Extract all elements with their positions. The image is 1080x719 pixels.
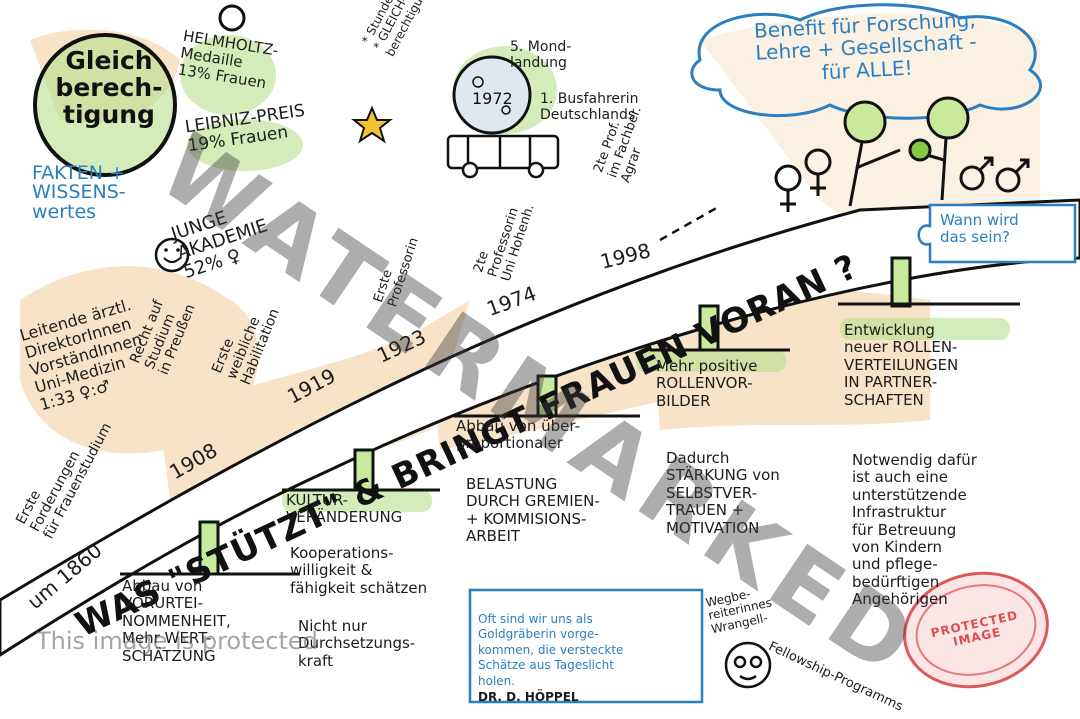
arrow-1998 [659,204,721,242]
page-subtitle: FAKTEN + WISSENS- wertes [32,162,126,223]
puzzle-piece-icon [917,203,1077,264]
moon-landing: 5. Mond- landung [510,39,572,71]
female-symbol-icon [774,164,802,212]
stick-figures [218,4,970,207]
pillar-kultur-body: Kooperations- willigkeit & fähigkeit sch… [290,544,428,597]
pillar-rollen-body: Dadurch STÄRKUNG von SELBSTVER- TRAUEN +… [666,449,780,537]
male-symbol-icon [995,158,1030,193]
bus-icon [446,134,560,179]
bus-driver: 1. Busfahrerin Deutschlands [540,91,639,123]
stamp-icon [903,571,1049,689]
pillar-rollen-title: Mehr positive ROLLENVOR- BILDER [656,357,758,410]
female-symbol-icon [804,148,832,196]
quote-text: Oft sind wir uns als Goldgräberin vorge-… [478,596,700,705]
thought-cloud-icon [690,3,1042,120]
moon-year: 1972 [472,89,513,108]
wann-question: Wann wird das sein? [940,211,1019,246]
smiley-icon [154,237,190,273]
title-ring [33,33,177,177]
moon-icon: 1972 [452,55,532,135]
pillar-abbau-body: BELASTUNG DURCH GREMIEN- + KOMMISIONS- A… [466,475,600,546]
pillar-entwicklung-title: Entwicklung neuer ROLLEN- VERTEILUNGEN I… [844,321,959,409]
pillar-kultur-title: KULTUR- VERÄNDERUNG [286,491,403,527]
male-symbol-icon [959,156,994,191]
quote-author: DR. D. HÖPPEL [478,689,579,704]
quote-body: Oft sind wir uns als Goldgräberin vorge-… [478,611,624,688]
pillar-abbau-vorurteile: Abbau von VORURTEI- NOMMENHEIT, Mehr WER… [122,577,231,665]
protected-notice: This image is protected [36,627,318,655]
gender-symbols [774,148,1030,212]
star-icon [351,105,393,144]
portrait-icon [724,641,772,689]
pillar-abbau-title: Abbau von über- proportionaler [456,417,580,453]
page-title: Gleich berech- tigung [55,46,163,129]
quote-box [468,588,704,704]
pillars [120,256,1020,576]
pillar-kultur-body2: Nicht nur Durchsetzungs- kraft [298,617,416,670]
pillar-entwicklung-body: Notwendig dafür ist auch eine unterstütz… [852,451,977,609]
